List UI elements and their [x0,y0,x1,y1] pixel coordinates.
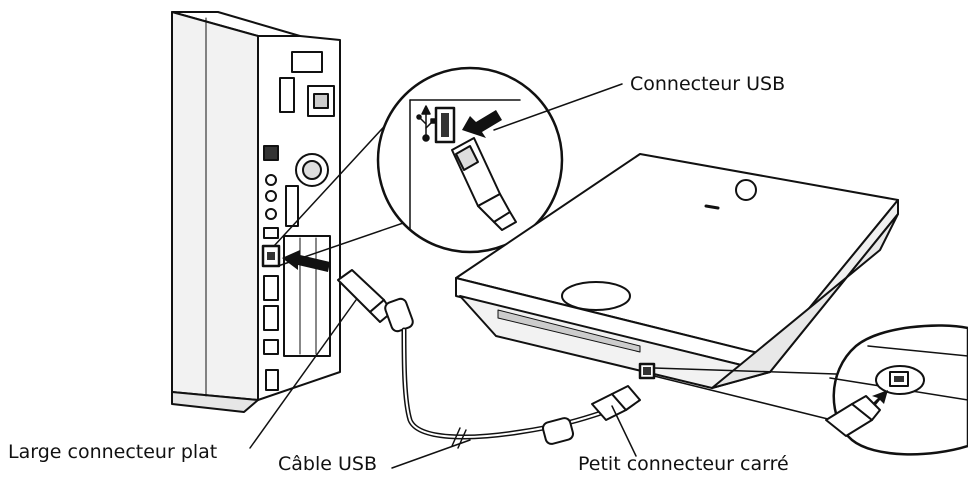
label-usb-connector: Connecteur USB [630,73,786,95]
label-usb-cable: Câble USB [278,453,377,475]
scanner [455,153,899,389]
usb-cable [337,269,641,449]
label-flat-connector: Large connecteur plat [8,441,218,463]
leader-usb-cable [391,439,471,469]
label-square-connector: Petit connecteur carré [578,453,789,475]
usb-symbol-icon [416,105,436,142]
leader-flat-connector [249,299,357,449]
usb-port-closeup [273,66,564,267]
computer-tower [171,11,341,413]
leader-usb-connector [493,83,623,131]
scanner-port-closeup [653,324,968,456]
leader-square-connector [611,405,637,457]
arrow-icon [282,250,330,272]
